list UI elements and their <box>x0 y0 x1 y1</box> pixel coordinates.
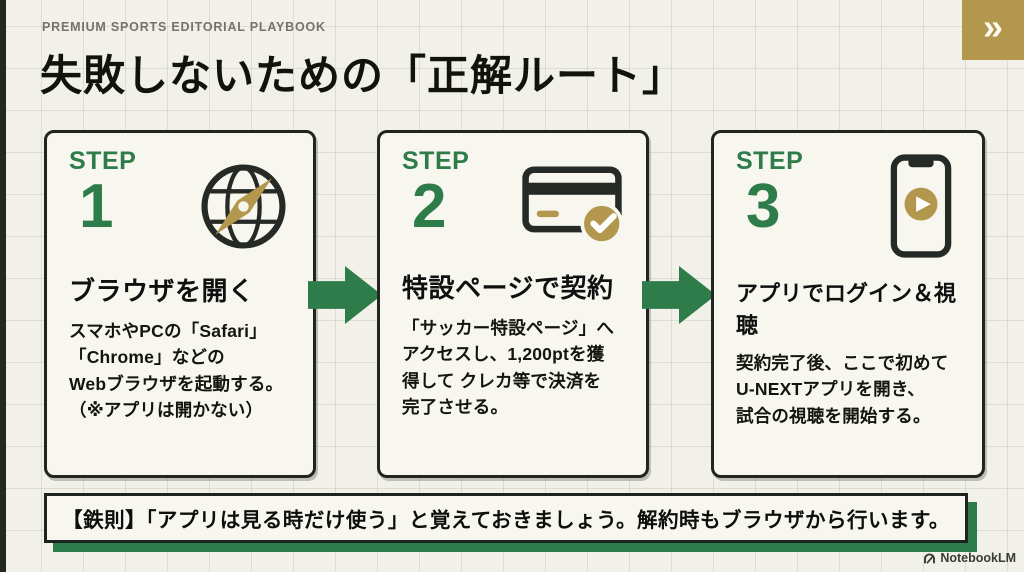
credit-card-check-icon <box>520 159 624 256</box>
step-block: STEP 1 <box>69 147 137 241</box>
compass-browser-icon <box>196 159 291 259</box>
corner-badge: » <box>962 0 1024 60</box>
step-body: 「サッカー特設ページ」へ アクセスし、1,200ptを獲 得して クレカ等で決済… <box>402 318 615 417</box>
rule-text: 【鉄則】「アプリは見る時だけ使う」と覚えておきましょう。解約時もブラウザから行い… <box>62 509 950 532</box>
step-card-3-header: STEP 3 <box>736 149 960 264</box>
smartphone-play-icon <box>890 153 952 264</box>
step-label: STEP <box>69 147 137 175</box>
step-block: STEP 2 <box>402 147 470 241</box>
step-card-2: STEP 2 特設ページで契約 「サッカー特設ページ」へ アクセスし、1,200… <box>377 130 649 478</box>
step-card-1: STEP 1 ブラウザを開く スマホやPCの「Safari」 「Chrome」な… <box>44 130 316 478</box>
step-number: 1 <box>79 172 114 241</box>
eyebrow-label: PREMIUM SPORTS EDITORIAL PLAYBOOK <box>42 20 326 34</box>
arrow-right-icon <box>642 266 716 324</box>
step-title: アプリでログイン＆視聴 <box>736 281 957 338</box>
step-number: 3 <box>746 172 781 241</box>
arrow-right-icon <box>308 266 382 324</box>
step-block: STEP 3 <box>736 147 804 241</box>
step-label: STEP <box>736 147 804 175</box>
step-title: ブラウザを開く <box>69 276 255 306</box>
step-card-2-header: STEP 2 <box>402 149 624 256</box>
step-body: スマホやPCの「Safari」 「Chrome」などの Webブラウザを起動する… <box>69 321 284 420</box>
step-label: STEP <box>402 147 470 175</box>
watermark-label: NotebookLM <box>940 551 1016 565</box>
left-edge-bar <box>0 0 6 572</box>
step-title: 特設ページで契約 <box>402 273 614 303</box>
step-body: 契約完了後、ここで初めて U-NEXTアプリを開き、 試合の視聴を開始する。 <box>736 353 949 426</box>
page-title: 失敗しないための「正解ルート」 <box>40 52 686 99</box>
step-card-3: STEP 3 アプリでログイン＆視聴 契約完了後、ここで初めて U-NEXTアプ… <box>711 130 985 478</box>
notebooklm-logo-icon <box>924 552 936 564</box>
double-chevron-icon: » <box>982 6 1004 47</box>
rule-callout-box: 【鉄則】「アプリは見る時だけ使う」と覚えておきましょう。解約時もブラウザから行い… <box>44 493 968 543</box>
step-card-1-header: STEP 1 <box>69 149 291 259</box>
watermark: NotebookLM <box>923 551 1016 565</box>
step-number: 2 <box>412 172 447 241</box>
